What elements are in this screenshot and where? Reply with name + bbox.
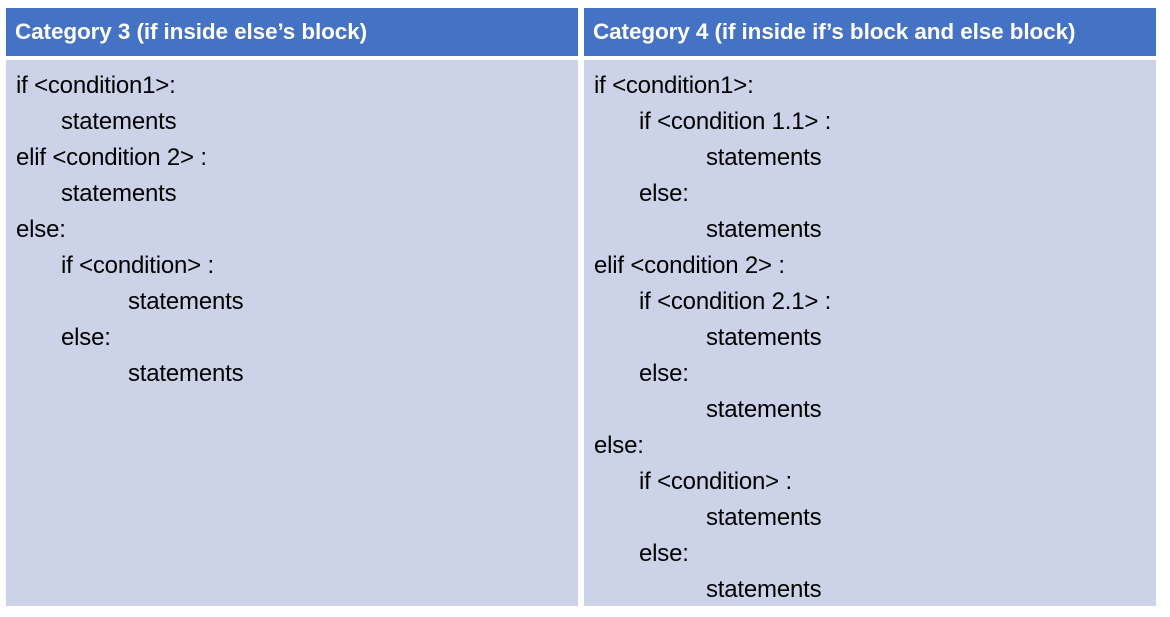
code-line: else: <box>639 360 689 387</box>
code-line: if <condition1>: <box>16 72 176 99</box>
code-line: statements <box>706 576 822 603</box>
code-line: statements <box>61 180 177 207</box>
code-line: else: <box>61 324 111 351</box>
code-line: statements <box>706 216 822 243</box>
code-line: statements <box>128 288 244 315</box>
code-line: elif <condition 2> : <box>594 252 785 279</box>
code-block-category-4: if <condition1>: if <condition 1.1> : stat… <box>584 60 1156 606</box>
code-line: else: <box>639 540 689 567</box>
code-line: else: <box>16 216 66 243</box>
code-line: statements <box>61 108 177 135</box>
code-line: if <condition> : <box>61 252 214 279</box>
code-line: if <condition> : <box>639 468 792 495</box>
code-line: statements <box>706 396 822 423</box>
code-line: statements <box>128 360 244 387</box>
code-line: if <condition1>: <box>594 72 754 99</box>
table-column-category-3: Category 3 (if inside else’s block) if <… <box>6 8 578 606</box>
table-column-category-4: Category 4 (if inside if’s block and els… <box>584 8 1156 606</box>
column-header-category-3: Category 3 (if inside else’s block) <box>6 8 578 56</box>
code-line: elif <condition 2> : <box>16 144 207 171</box>
code-line: statements <box>706 504 822 531</box>
code-line: statements <box>706 144 822 171</box>
comparison-table: Category 3 (if inside else’s block) if <… <box>6 8 1156 606</box>
code-line: else: <box>594 432 644 459</box>
code-line: if <condition 2.1> : <box>639 288 832 315</box>
column-header-category-4: Category 4 (if inside if’s block and els… <box>584 8 1156 56</box>
code-line: if <condition 1.1> : <box>639 108 832 135</box>
code-line: statements <box>706 324 822 351</box>
code-block-category-3: if <condition1>: statements elif <conditio… <box>6 60 578 606</box>
code-line: else: <box>639 180 689 207</box>
